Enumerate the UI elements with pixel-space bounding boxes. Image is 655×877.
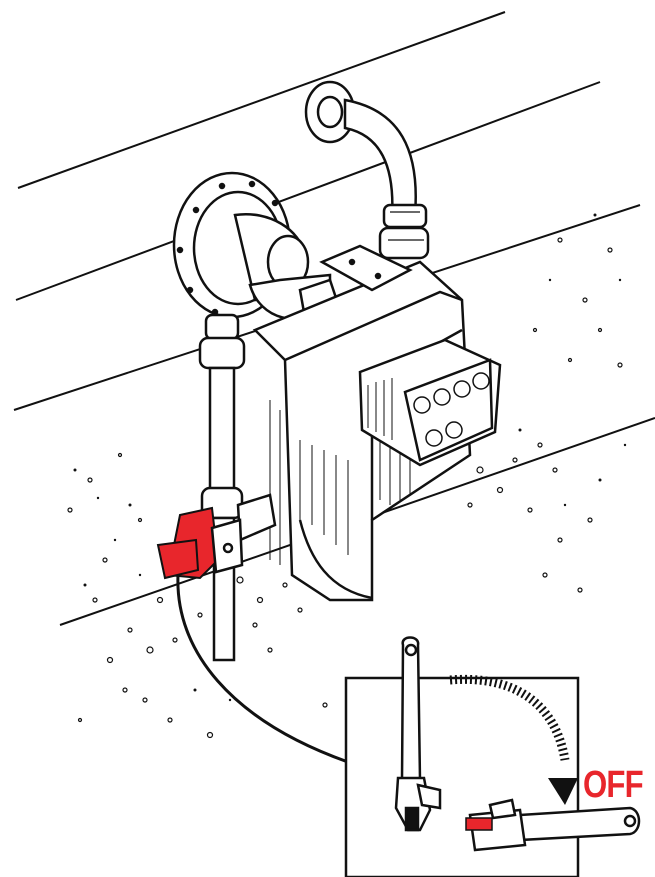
callout-box bbox=[346, 678, 578, 877]
off-label: OFF bbox=[583, 766, 643, 804]
callout-leader-line bbox=[178, 575, 348, 762]
shutoff-valve-handle bbox=[158, 508, 218, 578]
gas-regulator bbox=[174, 173, 340, 319]
valve-body bbox=[212, 520, 242, 572]
supply-pipe bbox=[200, 315, 275, 660]
